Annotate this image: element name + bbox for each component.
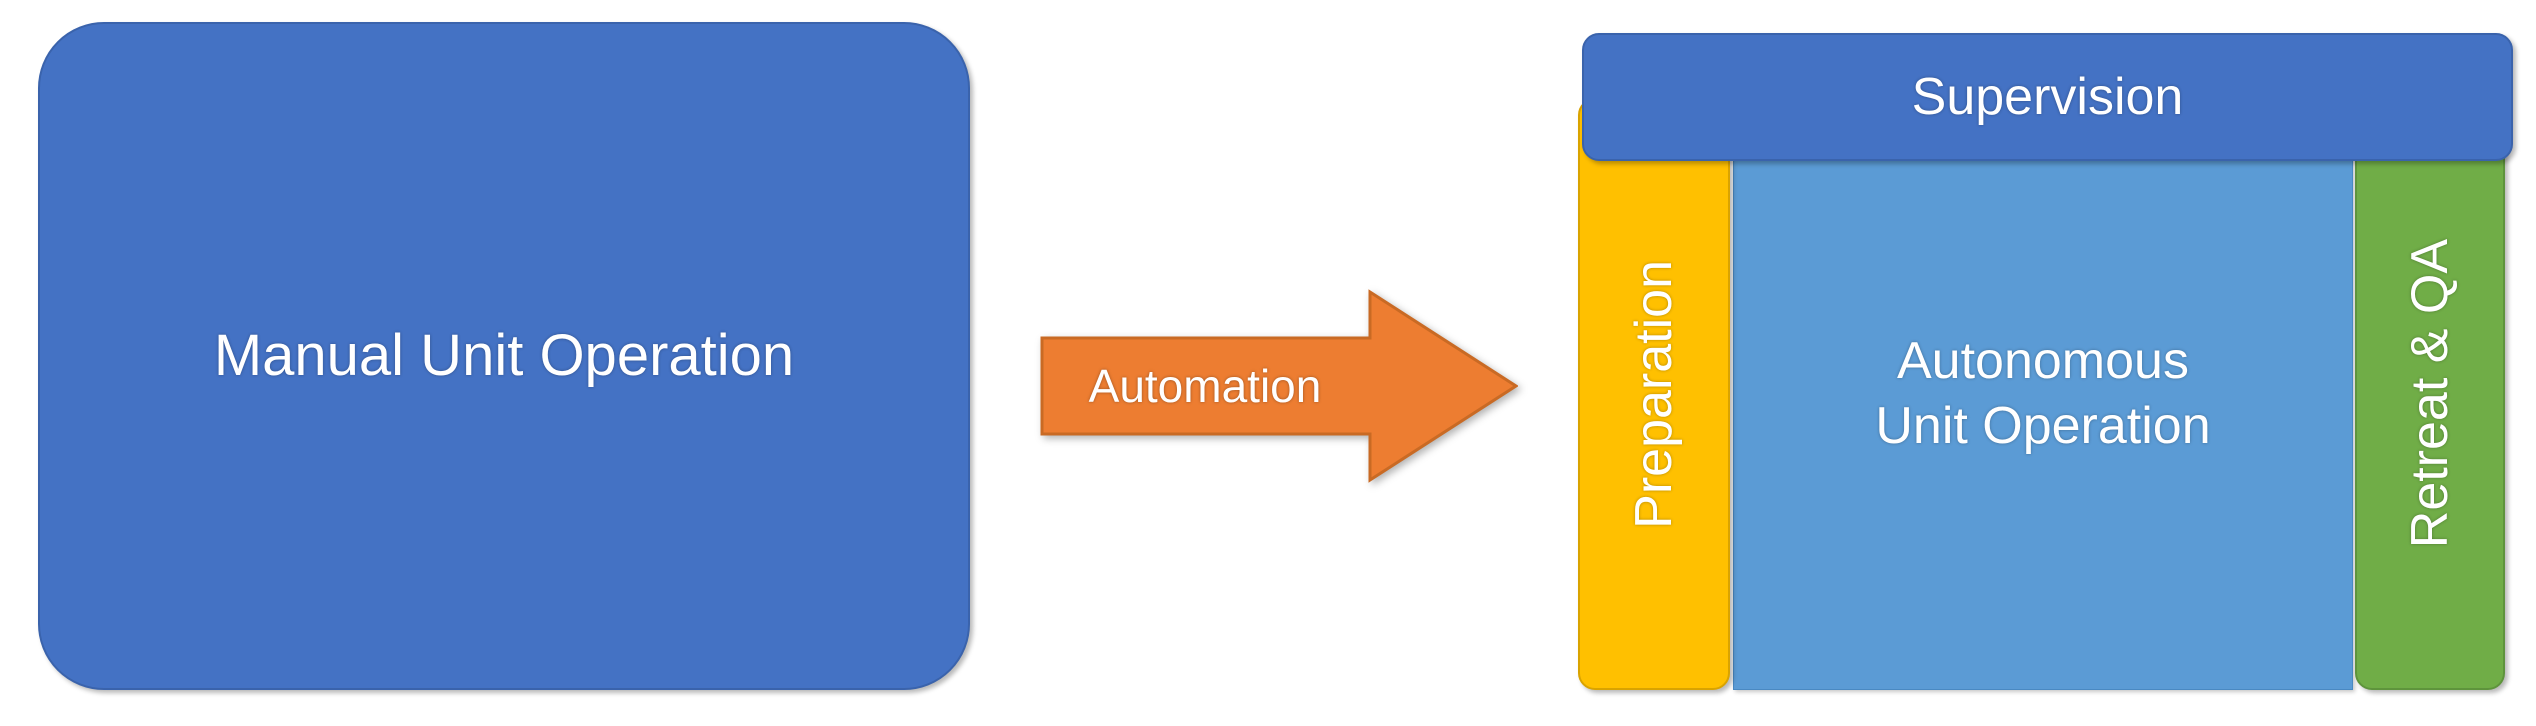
autonomous-unit-operation-label-line-2: Unit Operation <box>1875 397 2211 455</box>
supervision-label: Supervision <box>1911 67 2184 126</box>
automation-arrow[interactable]: Automation <box>1040 288 1518 484</box>
automation-arrow-label: Automation <box>1088 360 1322 412</box>
retreat-qa-label: Retreat & QA <box>2400 239 2459 549</box>
preparation-block[interactable]: Preparation <box>1578 98 1730 690</box>
autonomous-unit-operation-block[interactable]: Autonomous Unit Operation <box>1733 98 2353 690</box>
manual-unit-operation-block[interactable]: Manual Unit Operation <box>38 22 970 690</box>
preparation-label: Preparation <box>1624 259 1683 529</box>
right-arrow-icon <box>1040 289 1518 483</box>
autonomous-unit-operation-label-group: Autonomous Unit Operation <box>1875 329 2210 459</box>
supervision-block[interactable]: Supervision <box>1582 33 2513 161</box>
manual-unit-operation-label: Manual Unit Operation <box>213 322 795 388</box>
retreat-qa-block[interactable]: Retreat & QA <box>2355 98 2505 690</box>
autonomous-unit-operation-label-line-1: Autonomous <box>1897 332 2189 390</box>
